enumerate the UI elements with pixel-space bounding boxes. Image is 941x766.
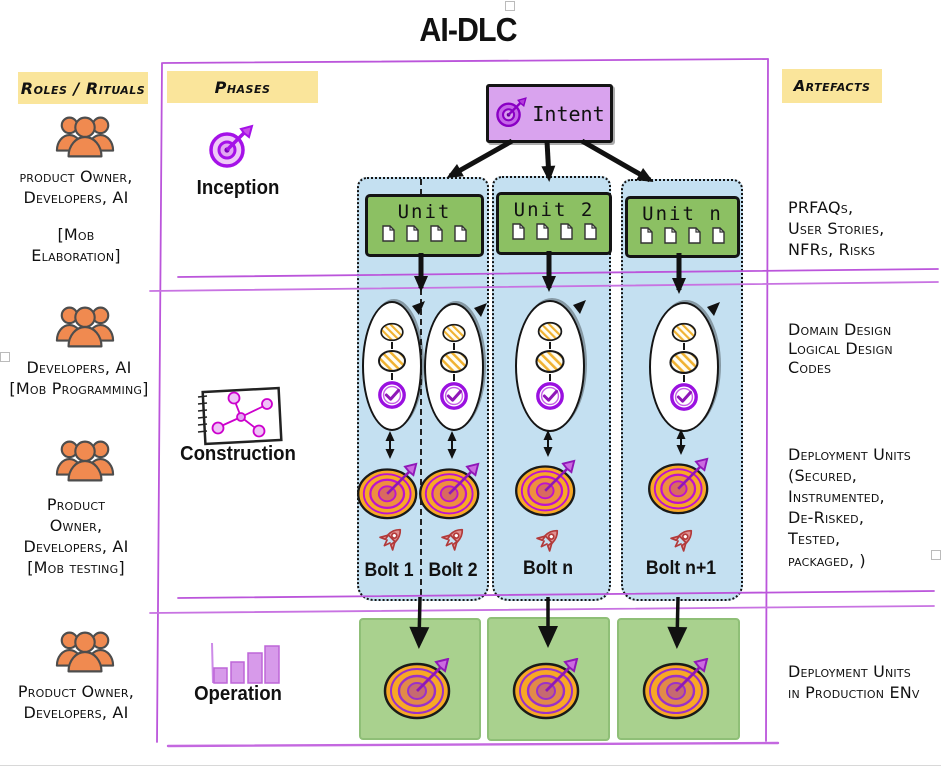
bolt-n-label: Bolt n (522, 558, 574, 579)
phase-construction: Construction (180, 443, 296, 465)
check-icon (536, 382, 564, 410)
bolt-divider-line (420, 179, 422, 595)
bar-chart-icon (202, 637, 282, 691)
roles-group-1-label: product Owner, Developers, AI (19, 167, 133, 208)
artefact-deployment-units: Deployment Units (Secured, Instrumented,… (788, 445, 911, 570)
team-icon (54, 301, 116, 357)
intent-box: Intent (486, 84, 613, 143)
target-icon (356, 462, 424, 524)
iteration-loop (362, 301, 422, 431)
check-icon (670, 383, 698, 411)
documents-icon (382, 225, 467, 242)
task-blob-icon (669, 351, 699, 374)
unit-box-n: Unit n (625, 196, 740, 258)
intent-label: Intent (532, 101, 605, 126)
unit-label: Unit (397, 201, 452, 223)
unit-label: Unit n (642, 203, 723, 225)
artefact-inception: PRFAQs, User Stories, NFRs, Risks (788, 198, 885, 260)
artefacts-header: Artefacts (782, 69, 882, 103)
iteration-loop (515, 300, 585, 432)
roles-group-3-label: Product Owner, Developers, AI [Mob testi… (23, 495, 129, 578)
check-icon (440, 382, 468, 410)
selection-handle (505, 1, 515, 11)
task-blob-icon (537, 321, 563, 342)
bolt-1-label: Bolt 1 (364, 560, 414, 581)
bolt-n1-label: Bolt n+1 (645, 558, 717, 579)
iteration-loop (649, 302, 719, 432)
target-icon (418, 462, 486, 524)
roles-group-4-label: Product Owner, Developers, AI (17, 682, 135, 723)
rocket-icon (376, 524, 406, 558)
target-icon (511, 657, 583, 724)
task-blob-icon (440, 351, 468, 373)
unit-box-2: Unit 2 (496, 192, 612, 255)
artefact-production: Deployment Units in Production ENv (788, 662, 920, 703)
target-icon (647, 457, 715, 519)
task-blob-icon (535, 350, 565, 373)
rocket-icon (533, 525, 563, 559)
unit-box-1: Unit (365, 194, 484, 257)
target-icon (494, 94, 530, 134)
target-icon (641, 657, 713, 724)
rocket-icon (438, 524, 468, 558)
bolt-2-label: Bolt 2 (428, 560, 478, 581)
task-blob-icon (671, 322, 697, 343)
unit-label: Unit 2 (513, 199, 595, 221)
target-icon (206, 120, 258, 176)
artefact-construction-design: Domain Design Logical Design Codes (788, 320, 893, 378)
team-icon (54, 626, 116, 682)
target-icon (514, 459, 582, 521)
phase-operation: Operation (194, 683, 282, 705)
task-blob-icon (378, 350, 406, 372)
documents-icon (511, 223, 597, 240)
iteration-loop (424, 303, 484, 431)
target-icon (382, 657, 454, 724)
documents-icon (640, 227, 725, 244)
check-icon (378, 381, 406, 409)
team-icon (54, 111, 116, 167)
page-title: AI-DLC (419, 11, 517, 48)
selection-handle (0, 352, 10, 362)
task-blob-icon (380, 322, 404, 342)
design-board-icon (194, 385, 284, 451)
task-blob-icon (442, 323, 466, 343)
rocket-icon (667, 525, 697, 559)
phases-header: Phases (167, 71, 318, 103)
roles-group-1-ritual: [Mob Elaboration] (31, 225, 121, 266)
phase-inception: Inception (196, 177, 280, 199)
intent-fan-arrows (446, 138, 654, 183)
selection-handle (931, 550, 941, 560)
roles-rituals-header: Roles / Rituals (18, 72, 148, 104)
team-icon (54, 435, 116, 491)
roles-group-2-label: Developers, AI [Mob Programming] (9, 358, 149, 399)
